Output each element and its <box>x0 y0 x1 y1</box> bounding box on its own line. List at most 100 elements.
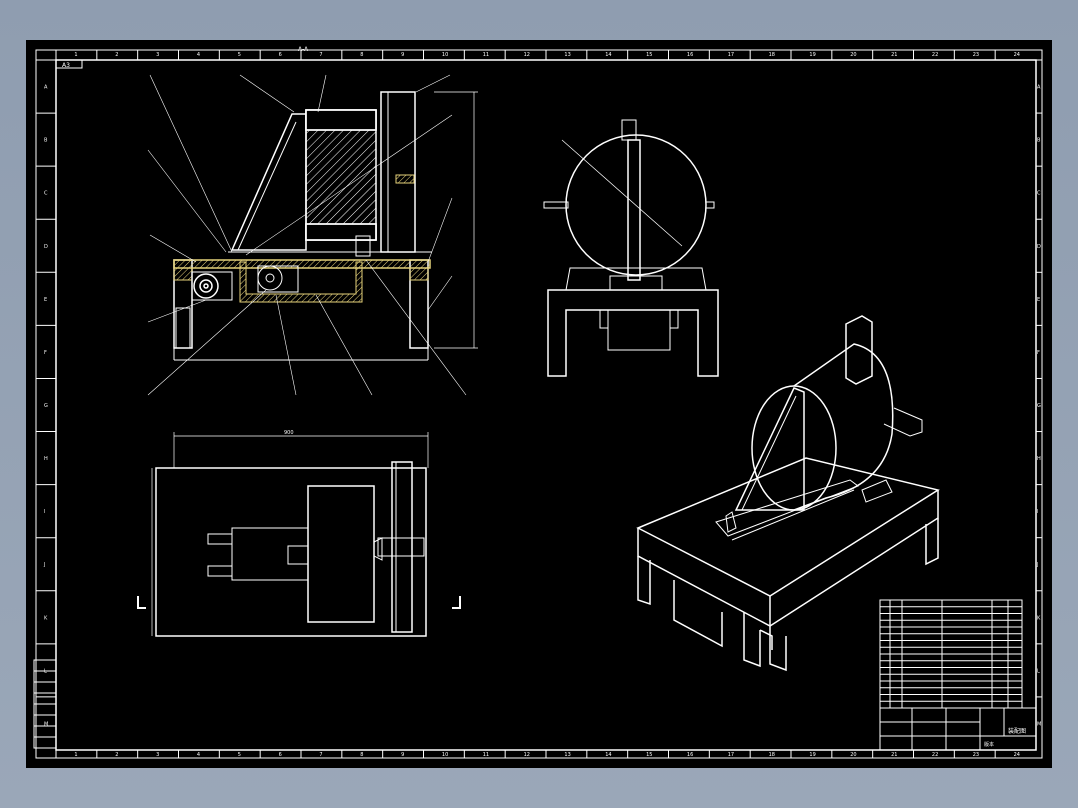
zone-letter: F <box>44 350 47 356</box>
zone-number: 16 <box>687 52 693 58</box>
zone-letter: M <box>1037 721 1041 727</box>
zone-number: 17 <box>728 752 734 758</box>
zone-number: 20 <box>850 752 856 758</box>
zone-letter: I <box>44 509 45 515</box>
isometric-view <box>636 315 940 672</box>
zone-number: 19 <box>809 52 815 58</box>
drum-plan <box>307 485 375 623</box>
corner-tag: A3 <box>62 62 70 69</box>
zone-number: 24 <box>1014 752 1020 758</box>
zone-letter: J <box>1036 562 1038 568</box>
zone-number: 9 <box>401 752 404 758</box>
zone-letter: J <box>43 562 45 568</box>
inner-border <box>55 59 1037 751</box>
zone-number: 10 <box>442 752 448 758</box>
zone-letter: K <box>1037 615 1041 621</box>
zone-number: 7 <box>319 52 322 58</box>
zone-number: 22 <box>932 52 938 58</box>
zone-letter: H <box>1037 456 1041 462</box>
zone-number: 12 <box>524 752 530 758</box>
shaft-top <box>621 119 637 141</box>
zone-letter: C <box>44 191 48 197</box>
zone-letter: E <box>44 297 47 303</box>
zone-letter: H <box>44 456 48 462</box>
zone-number: 7 <box>319 752 322 758</box>
zone-number: 10 <box>442 52 448 58</box>
zone-number: 2 <box>115 752 118 758</box>
top-view <box>137 432 461 637</box>
zone-number: 3 <box>156 52 159 58</box>
table-plan <box>155 467 427 637</box>
zone-number: 9 <box>401 52 404 58</box>
zone-number: 5 <box>238 752 241 758</box>
iso-table-top <box>636 457 940 597</box>
zone-letter: A <box>44 85 48 91</box>
zone-number: 24 <box>1014 52 1020 58</box>
zone-number: 1 <box>74 52 77 58</box>
tabletop-section <box>173 259 431 269</box>
zone-number: 23 <box>973 52 979 58</box>
zone-letter: K <box>44 615 48 621</box>
zone-number: 17 <box>728 52 734 58</box>
side-view <box>543 119 719 377</box>
right-post <box>380 91 416 253</box>
zone-number: 12 <box>524 52 530 58</box>
zone-number: 16 <box>687 752 693 758</box>
zone-letter: G <box>44 403 48 409</box>
zone-number: 1 <box>74 752 77 758</box>
slide-rail-plan <box>231 527 309 581</box>
zone-letter: B <box>44 138 48 144</box>
zone-number: 13 <box>564 752 570 758</box>
zone-number: 8 <box>360 752 363 758</box>
zone-number: 15 <box>646 752 652 758</box>
zone-number: 18 <box>769 52 775 58</box>
zone-number: 23 <box>973 752 979 758</box>
zone-letter: M <box>44 721 48 727</box>
drum-section <box>305 109 377 241</box>
dimension-label: 900 <box>284 430 294 436</box>
title-frame <box>879 707 1037 751</box>
zone-number: 8 <box>360 52 363 58</box>
zone-number: 11 <box>483 752 489 758</box>
zone-letter: A <box>1037 85 1041 91</box>
corner-tag-box <box>55 59 83 69</box>
zone-number: 4 <box>197 752 200 758</box>
gear-assembly <box>257 265 283 291</box>
zone-number: 15 <box>646 52 652 58</box>
front-view <box>147 74 478 396</box>
zone-letter: I <box>1037 509 1038 515</box>
drawing-title: 装配图 <box>1008 727 1026 735</box>
zone-number: 19 <box>809 752 815 758</box>
trough-section <box>239 261 363 303</box>
zone-number: 4 <box>197 52 200 58</box>
zone-number: 14 <box>605 752 611 758</box>
zone-letter: D <box>1037 244 1041 250</box>
zone-number: 22 <box>932 752 938 758</box>
iso-post <box>845 315 873 385</box>
zone-labels: 1122334455667788991010111112121313141415… <box>43 52 1041 758</box>
title-block <box>879 599 1037 751</box>
iso-drum-face <box>751 385 837 511</box>
outer-border <box>35 49 1043 759</box>
zone-number: 6 <box>279 752 282 758</box>
post-plan <box>391 461 413 633</box>
cad-drawing[interactable]: 1122334455667788991010111112121313141415… <box>26 40 1052 768</box>
zone-number: 21 <box>891 752 897 758</box>
zone-number: 20 <box>850 52 856 58</box>
zone-letter: D <box>44 244 48 250</box>
zone-number: 21 <box>891 52 897 58</box>
left-revision-block <box>34 670 56 738</box>
table-side <box>547 289 719 377</box>
revision-label: 版本 <box>984 741 994 748</box>
zone-number: 2 <box>115 52 118 58</box>
zone-number: 11 <box>483 52 489 58</box>
zone-letter: C <box>1037 191 1041 197</box>
motor-left <box>193 273 219 299</box>
zone-number: 5 <box>238 52 241 58</box>
top-tag: A-A <box>298 46 309 53</box>
zone-number: 6 <box>279 52 282 58</box>
zone-letter: L <box>1037 668 1040 674</box>
zone-ticks <box>36 50 1042 758</box>
